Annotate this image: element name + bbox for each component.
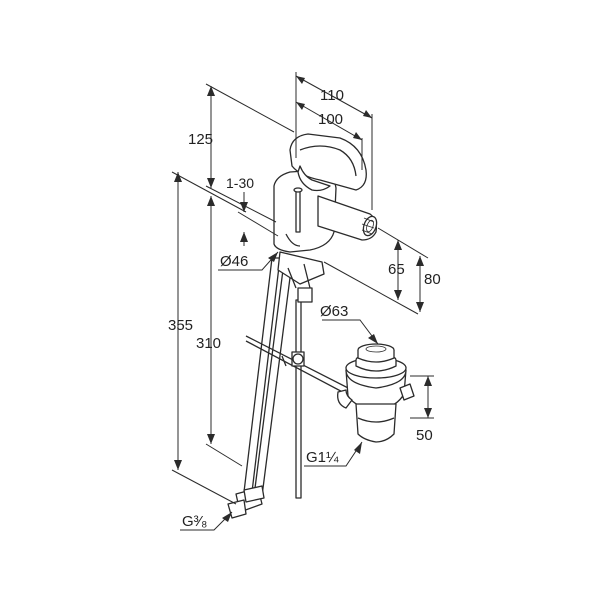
label-50: 50: [416, 427, 433, 444]
label-125: 125: [188, 131, 213, 148]
label-g-1-1-4: G1¼: [306, 449, 339, 466]
dimension-lines: [171, 72, 434, 531]
dimension-labels: 110 100 125 1-30 Ø46 65 80 Ø63 355 310 5…: [168, 87, 441, 530]
label-110: 110: [320, 87, 344, 104]
supply-hoses: [243, 257, 302, 499]
pop-up-rod: [245, 335, 357, 398]
label-diameter-63: Ø63: [320, 303, 348, 320]
hose-fittings: [227, 485, 265, 519]
label-100: 100: [318, 111, 343, 128]
label-diameter-46: Ø46: [220, 253, 248, 270]
label-310: 310: [196, 335, 221, 352]
label-65: 65: [388, 261, 405, 278]
label-g-3-8: G³⁄₈: [182, 513, 207, 530]
faucet-assembly: [227, 133, 378, 519]
faucet-body: [273, 133, 378, 253]
label-80: 80: [424, 271, 441, 288]
mounting-bracket: [277, 251, 325, 303]
pop-up-waste: [337, 343, 415, 443]
label-355: 355: [168, 317, 193, 334]
label-1-30: 1-30: [226, 175, 254, 191]
